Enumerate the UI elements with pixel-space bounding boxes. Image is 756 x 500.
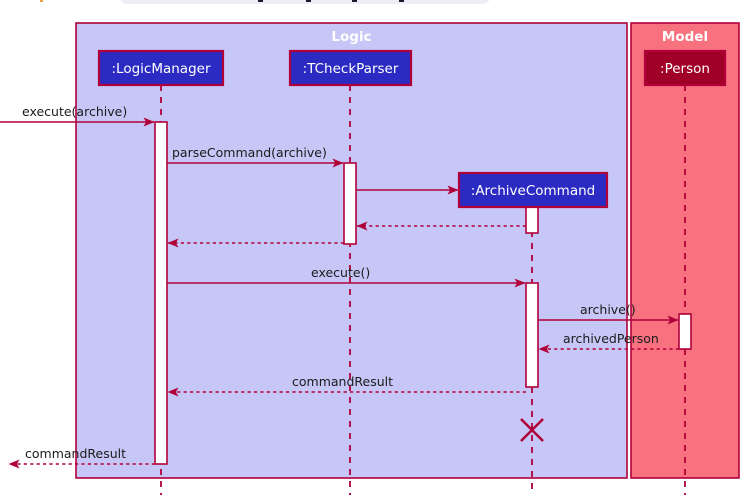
activation-bar-archivecommand — [525, 206, 539, 234]
destruction-markers — [520, 418, 544, 442]
activation-bars — [154, 121, 692, 465]
participant-box-person[interactable] — [643, 49, 727, 87]
participant-box-logicmanager[interactable] — [97, 49, 225, 87]
messages — [0, 117, 679, 469]
participant-boxes: :LogicManager :TCheckParser :ArchiveComman… — [97, 49, 727, 209]
toolbar-icon-3 — [352, 0, 357, 2]
activation-bar-person — [678, 313, 692, 350]
package-frame-logic — [75, 22, 628, 479]
participant-label-logicmanager: :LogicManager — [111, 61, 210, 77]
package-title-model: Model — [662, 29, 708, 45]
message-label-m9: commandResult — [292, 374, 393, 389]
message-label-m1: execute(archive) — [22, 104, 127, 119]
message-label-m10: commandResult — [25, 446, 126, 461]
toolbar-icon-4 — [399, 0, 404, 2]
activation-bar-logicmanager — [154, 121, 168, 465]
message-label-m2: parseCommand(archive) — [172, 145, 327, 160]
package-frames: Logic Model — [75, 22, 740, 479]
participant-box-archivecommand[interactable] — [457, 171, 609, 209]
package-title-logic: Logic — [331, 29, 371, 45]
destruction-x-icon-archivecommand — [520, 418, 544, 442]
message-label-m7: archive() — [580, 302, 636, 317]
participant-box-tcheckparser[interactable] — [288, 49, 413, 87]
participant-label-person: :Person — [660, 61, 710, 77]
app-chrome-sliver — [0, 0, 756, 5]
activation-bar-tcheckparser — [343, 162, 357, 245]
activation-bar-archivecommand — [525, 282, 539, 388]
message-label-m6: execute() — [311, 265, 370, 280]
address-bar-sliver[interactable] — [119, 0, 491, 4]
toolbar-icon-2 — [306, 0, 311, 2]
message-label-m8: archivedPerson — [563, 331, 659, 346]
toolbar-icon-1 — [258, 0, 263, 2]
message-labels: execute(archive) parseCommand(archive) exe… — [22, 104, 659, 461]
participant-label-tcheckparser: :TCheckParser — [303, 61, 399, 77]
caret-icon — [40, 0, 43, 2]
participant-label-archivecommand: :ArchiveCommand — [471, 183, 595, 199]
